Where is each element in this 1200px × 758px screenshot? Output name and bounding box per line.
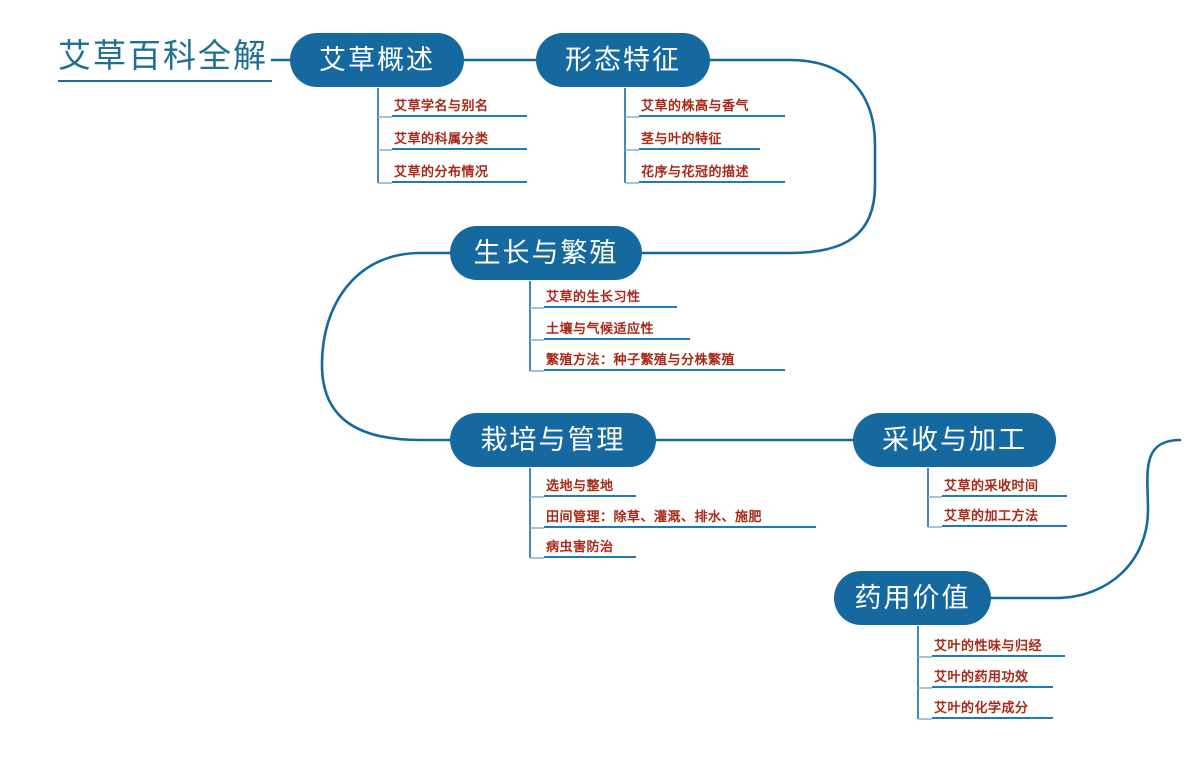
leaf-item[interactable]: 艾草的生长习性 <box>544 290 677 308</box>
branch-node-4-label: 栽培与管理 <box>480 424 626 455</box>
leaf-label: 艾草的分布情况 <box>394 164 489 179</box>
leaf-label: 病虫害防治 <box>546 539 614 554</box>
branch-node-3-label: 生长与繁殖 <box>473 237 619 268</box>
wire-branch3-to-branch4 <box>320 251 454 442</box>
leaf-item[interactable]: 艾叶的性味与归经 <box>932 639 1065 657</box>
leaf-label: 艾草的采收时间 <box>944 478 1039 493</box>
branch-node-2[interactable]: 形态特征 <box>536 33 710 87</box>
branch-node-3[interactable]: 生长与繁殖 <box>450 226 642 280</box>
leaf-label: 田间管理：除草、灌溉、排水、施肥 <box>546 509 763 524</box>
leaf-label: 选地与整地 <box>546 478 614 493</box>
leaf-underline <box>932 655 1065 657</box>
branch-node-1-label: 艾草概述 <box>319 44 435 75</box>
branch-node-1[interactable]: 艾草概述 <box>290 33 464 87</box>
leaf-underline <box>932 686 1053 688</box>
leaf-item[interactable]: 艾叶的药用功效 <box>932 670 1053 688</box>
leaf-label: 艾叶的药用功效 <box>934 669 1029 684</box>
leaf-underline <box>544 495 636 497</box>
leaf-underline <box>392 115 527 117</box>
leaf-underline <box>544 526 816 528</box>
leaf-item[interactable]: 艾草的株高与香气 <box>639 99 785 117</box>
branch-node-5[interactable]: 采收与加工 <box>853 413 1056 467</box>
leaf-underline <box>639 181 785 183</box>
leaf-label: 土壤与气候适应性 <box>546 321 655 336</box>
leaf-item[interactable]: 茎与叶的特征 <box>639 132 760 150</box>
leaf-item[interactable]: 艾草的采收时间 <box>942 479 1067 497</box>
leaf-item[interactable]: 艾草的加工方法 <box>942 509 1067 527</box>
leaf-label: 花序与花冠的描述 <box>641 164 750 179</box>
leaf-underline <box>639 115 785 117</box>
leaf-underline <box>544 369 785 371</box>
leaf-underline <box>942 495 1067 497</box>
branch-node-5-label: 采收与加工 <box>882 424 1027 455</box>
leaf-label: 艾草的生长习性 <box>546 289 641 304</box>
leaf-underline <box>932 717 1053 719</box>
leaf-item[interactable]: 花序与花冠的描述 <box>639 165 785 183</box>
leaf-underline <box>942 525 1067 527</box>
leaf-underline <box>392 148 527 150</box>
leaf-underline <box>544 306 677 308</box>
diagram-title: 艾草百科全解 <box>58 39 268 75</box>
branch-node-2-label: 形态特征 <box>565 44 681 75</box>
leaf-label: 艾叶的性味与归经 <box>934 638 1043 653</box>
leaf-item[interactable]: 艾叶的化学成分 <box>932 701 1053 719</box>
leaf-label: 茎与叶的特征 <box>641 131 723 146</box>
leaf-label: 艾草的加工方法 <box>944 508 1039 523</box>
branch-node-6[interactable]: 药用价值 <box>834 571 991 625</box>
leaf-underline <box>639 148 760 150</box>
leaf-underline <box>544 338 690 340</box>
leaf-item[interactable]: 土壤与气候适应性 <box>544 322 690 340</box>
leaf-item[interactable]: 艾草的科属分类 <box>392 132 527 150</box>
leaf-label: 繁殖方法：种子繁殖与分株繁殖 <box>546 352 736 367</box>
branch-node-4[interactable]: 栽培与管理 <box>450 413 656 467</box>
leaf-label: 艾叶的化学成分 <box>934 700 1029 715</box>
branch-node-6-label: 药用价值 <box>854 582 971 613</box>
leaf-label: 艾草学名与别名 <box>394 98 489 113</box>
wire-branch2-to-branch3 <box>638 58 877 255</box>
diagram-title-underline <box>58 80 272 82</box>
leaf-label: 艾草的株高与香气 <box>641 98 750 113</box>
leaf-item[interactable]: 病虫害防治 <box>544 540 636 558</box>
leaf-item[interactable]: 艾草的分布情况 <box>392 165 527 183</box>
leaf-item[interactable]: 田间管理：除草、灌溉、排水、施肥 <box>544 510 816 528</box>
leaf-item[interactable]: 艾草学名与别名 <box>392 99 527 117</box>
leaf-label: 艾草的科属分类 <box>394 131 489 146</box>
leaf-item[interactable]: 繁殖方法：种子繁殖与分株繁殖 <box>544 353 785 371</box>
leaf-underline <box>544 556 636 558</box>
leaf-item[interactable]: 选地与整地 <box>544 479 636 497</box>
leaf-underline <box>392 181 527 183</box>
